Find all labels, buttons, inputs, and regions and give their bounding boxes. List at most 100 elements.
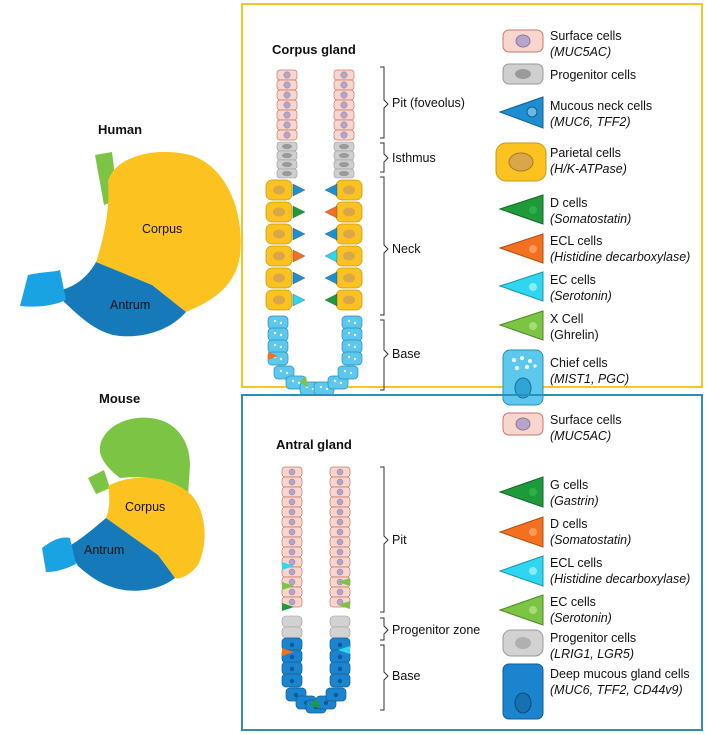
legend-name: ECL cells	[550, 556, 603, 570]
legend-corpus-d-cells: D cells (Somatostatin)	[550, 195, 631, 227]
chief-cell-granule	[279, 357, 283, 361]
neck-cell	[324, 249, 338, 263]
ecl-cell-icon	[498, 555, 544, 587]
neck-cell	[292, 271, 306, 285]
deep-mucous-cell-nucleus	[289, 666, 295, 672]
legend-antral-d-cells: D cells(Somatostatin)	[550, 516, 631, 548]
surface-cell-nucleus	[283, 101, 291, 109]
ecl-cell	[268, 352, 278, 360]
ec-cell	[338, 646, 350, 654]
mouse-antrum-region	[66, 518, 175, 591]
deep-mucous-cell-nucleus	[289, 642, 295, 648]
human-label: Human	[98, 122, 143, 137]
legend-marker: (MUC6, TFF2, CD44v9)	[550, 683, 683, 697]
progenitor-cell-nucleus	[282, 170, 292, 177]
surface-cell-nucleus	[336, 548, 344, 556]
progenitor-cell-icon	[502, 63, 544, 85]
antral-zone-base: Base	[392, 669, 421, 683]
legend-corpus-x-cell: X Cell(Ghrelin)	[550, 311, 599, 343]
surface-cell-nucleus	[288, 478, 296, 486]
legend-antral-ec: EC cells(Serotonin)	[550, 594, 612, 626]
surface-cell-nucleus	[336, 498, 344, 506]
surface-cell-nucleus	[336, 528, 344, 536]
parietal-cell-nucleus	[343, 273, 355, 283]
chief-cell-granule	[353, 333, 357, 337]
legend-antral-g-cells: G cells(Gastrin)	[550, 477, 599, 509]
legend-antral-surface: Surface cells(MUC5AC)	[550, 412, 622, 444]
chief-cell-granule	[333, 379, 337, 383]
surface-cell-nucleus	[283, 71, 291, 79]
mouse-esophagus	[88, 470, 110, 494]
chief-cell-granule	[353, 345, 357, 349]
legend-name: D cells	[550, 196, 588, 210]
legend-corpus-parietal: Parietal cells(H/K-ATPase)	[550, 145, 627, 177]
surface-cell-nucleus	[336, 568, 344, 576]
chief-cell-granule	[285, 371, 289, 375]
ec-cell-icon	[498, 271, 544, 302]
corpus-gland	[265, 69, 363, 396]
progenitor-cell-nucleus	[339, 152, 349, 159]
corpus-gland-title: Corpus gland	[272, 42, 356, 57]
chief-cell-granule	[273, 331, 277, 335]
parietal-cell-nucleus	[273, 295, 285, 305]
ec-cell-icon	[498, 594, 544, 626]
parietal-cell-nucleus	[273, 273, 285, 283]
parietal-cell-nucleus	[343, 295, 355, 305]
antral-gland	[281, 466, 351, 714]
surface-cell-nucleus	[340, 121, 348, 129]
parietal-cell-icon	[495, 142, 547, 182]
deep-mucous-cell-nucleus	[289, 654, 295, 660]
surface-cell-nucleus	[283, 121, 291, 129]
surface-cell-nucleus	[336, 468, 344, 476]
chief-cell-granule	[349, 371, 353, 375]
legend-name: X Cell	[550, 312, 584, 326]
chief-cell-granule	[311, 387, 315, 391]
legend-name: Deep mucous gland cells	[550, 667, 690, 681]
human-corpus-region	[96, 151, 241, 312]
legend-name: D cells	[550, 517, 588, 531]
surface-cell-nucleus	[288, 528, 296, 536]
surface-cell-nucleus	[288, 558, 296, 566]
surface-cell-nucleus	[336, 478, 344, 486]
surface-cell-nucleus	[288, 598, 296, 606]
surface-cell-nucleus	[336, 538, 344, 546]
neck-cell	[324, 183, 338, 197]
d-cell	[282, 603, 294, 611]
surface-cell-nucleus	[288, 518, 296, 526]
surface-cell-nucleus	[340, 91, 348, 99]
mouse-corpus-region	[106, 477, 205, 579]
surface-cell-nucleus	[288, 538, 296, 546]
progenitor-cell-nucleus	[339, 170, 349, 177]
surface-cell-nucleus	[336, 508, 344, 516]
legend-marker: (MUC5AC)	[550, 45, 612, 59]
neck-cell	[292, 205, 306, 219]
chief-cell-granule	[279, 321, 283, 325]
x-cell	[282, 582, 294, 590]
deep-mucous-cell-nucleus	[289, 678, 295, 684]
surface-cell-nucleus	[288, 568, 296, 576]
surface-cell-nucleus	[340, 81, 348, 89]
chief-cell-granule	[347, 331, 351, 335]
chief-cell-granule	[279, 369, 283, 373]
antral-zone-progenitor: Progenitor zone	[392, 623, 481, 637]
neck-cell	[292, 293, 306, 307]
legend-marker: (MUC6, TFF2)	[550, 115, 631, 129]
deep-mucous-cell-nucleus	[337, 678, 343, 684]
mouse-antrum-label: Antrum	[84, 543, 125, 557]
legend-corpus-chief: Chief cells(MIST1, PGC)	[550, 355, 629, 387]
human-antrum-label: Antrum	[110, 298, 151, 312]
chief-cell-granule	[319, 385, 323, 389]
x-cell	[338, 578, 350, 586]
chief-cell	[337, 365, 359, 380]
corpus-gland-panel	[241, 3, 703, 388]
legend-marker: (Gastrin)	[550, 494, 599, 508]
deep-mucous-cell-nucleus	[293, 692, 299, 698]
corpus-zone-base: Base	[392, 347, 421, 361]
antral-gland-title: Antral gland	[276, 437, 352, 452]
legend-antral-progenitor: Progenitor cells(LRIG1, LGR5)	[550, 630, 636, 662]
legend-marker: (Somatostatin)	[550, 212, 632, 226]
legend-antral-ecl: ECL cells(Histidine decarboxylase)	[550, 555, 690, 587]
deep-mucous-cell-nucleus	[337, 642, 343, 648]
progenitor-cell-nucleus	[282, 161, 292, 168]
